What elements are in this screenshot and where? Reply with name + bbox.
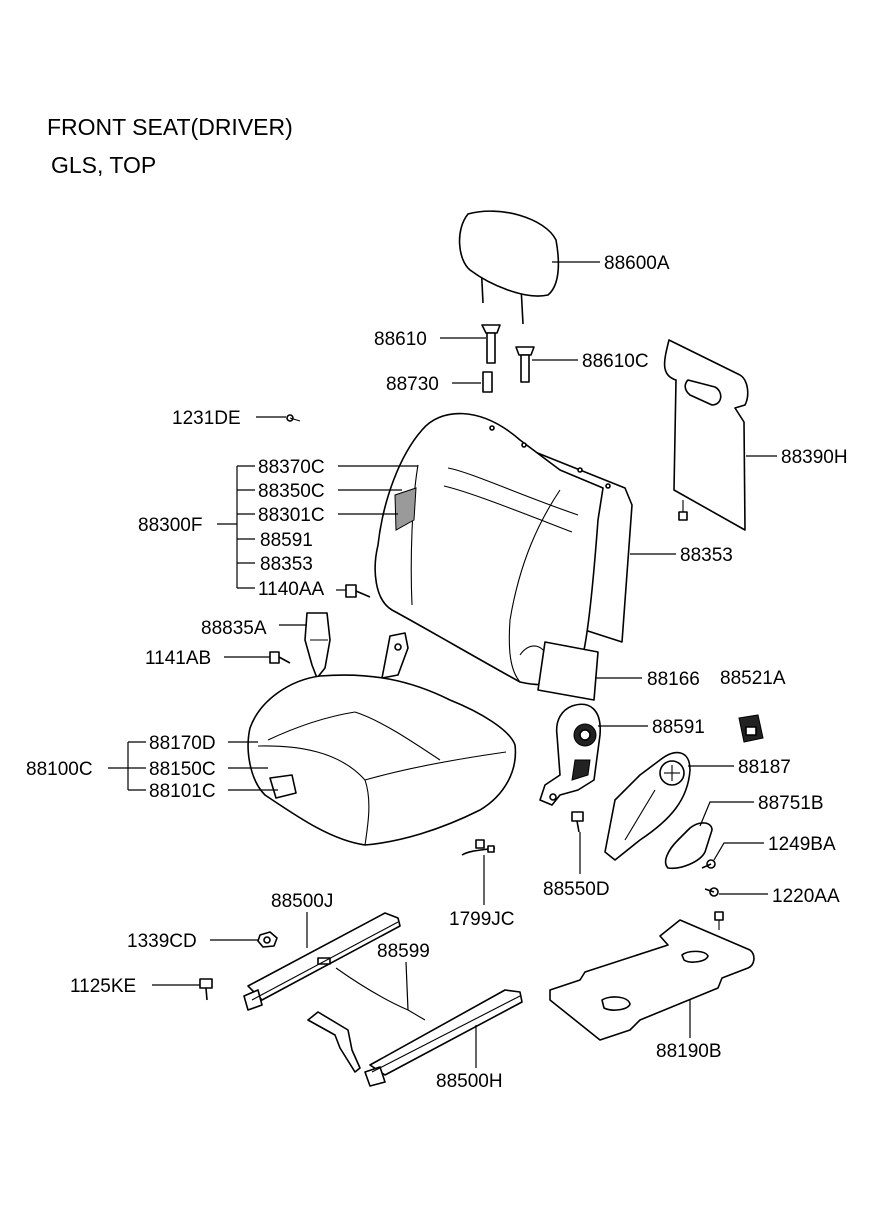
label-1231DE: 1231DE bbox=[172, 408, 241, 429]
leader-1249BA bbox=[713, 842, 764, 861]
bolt-88550D bbox=[571, 811, 584, 833]
screw-1231DE bbox=[286, 414, 301, 422]
headrest-guide-lock bbox=[515, 346, 535, 383]
label-88353-back: 88353 bbox=[680, 545, 733, 566]
recliner-cover bbox=[604, 751, 691, 861]
label-88610C: 88610C bbox=[582, 351, 649, 372]
bolt-1140AA bbox=[345, 584, 371, 598]
label-88521A: 88521A bbox=[720, 668, 786, 689]
label-88350C: 88350C bbox=[258, 481, 325, 502]
label-1141AB: 1141AB bbox=[145, 648, 211, 669]
cushion-pan bbox=[549, 911, 755, 1041]
leaders-88300F-group bbox=[217, 465, 418, 589]
label-88166: 88166 bbox=[647, 669, 700, 690]
label-1249BA: 1249BA bbox=[768, 834, 836, 855]
label-88591-recliner: 88591 bbox=[652, 717, 705, 738]
label-1220AA: 1220AA bbox=[772, 886, 840, 907]
label-88600A: 88600A bbox=[604, 253, 670, 274]
guide-pin bbox=[482, 371, 493, 393]
label-1125KE: 1125KE bbox=[70, 976, 136, 997]
diagram-subtitle: GLS, TOP bbox=[51, 152, 156, 178]
label-88599: 88599 bbox=[377, 941, 430, 962]
nut-1339CD bbox=[257, 931, 278, 948]
label-88500H: 88500H bbox=[436, 1071, 503, 1092]
bolt-1125KE bbox=[199, 978, 213, 1001]
label-88751B: 88751B bbox=[758, 793, 824, 814]
label-88190B: 88190B bbox=[656, 1041, 722, 1062]
label-1140AA: 1140AA bbox=[258, 579, 325, 600]
leader-88751B bbox=[699, 801, 754, 827]
screw-1220AA bbox=[704, 887, 719, 897]
label-88353-group: 88353 bbox=[260, 554, 313, 575]
label-88390H: 88390H bbox=[781, 447, 848, 468]
lumbar-pad bbox=[537, 641, 599, 701]
seat-belt-buckle bbox=[304, 612, 331, 679]
seat-rail-inner bbox=[243, 912, 401, 1011]
wire-tie bbox=[461, 839, 496, 856]
label-88300F: 88300F bbox=[138, 515, 202, 536]
label-88150C: 88150C bbox=[149, 759, 216, 780]
label-88301C: 88301C bbox=[258, 505, 325, 526]
screw-1249BA bbox=[701, 859, 716, 869]
recliner-handle bbox=[664, 822, 713, 870]
seatback bbox=[374, 412, 633, 686]
label-1339CD: 1339CD bbox=[127, 931, 197, 952]
label-88610: 88610 bbox=[374, 329, 427, 350]
leaders-88100C-group bbox=[108, 741, 278, 791]
label-88730: 88730 bbox=[386, 374, 439, 395]
headrest bbox=[458, 210, 560, 325]
back-panel bbox=[663, 339, 749, 531]
label-88100C: 88100C bbox=[26, 759, 93, 780]
label-88370C: 88370C bbox=[258, 457, 325, 478]
release-cable bbox=[335, 967, 426, 1021]
bolt-1141AB bbox=[269, 651, 291, 664]
label-88101C: 88101C bbox=[149, 781, 216, 802]
diagram-title: FRONT SEAT(DRIVER) bbox=[47, 114, 293, 140]
leader-88599 bbox=[405, 961, 409, 1011]
headrest-guide bbox=[481, 324, 501, 364]
label-88500J: 88500J bbox=[271, 891, 333, 912]
label-88835A: 88835A bbox=[201, 618, 267, 639]
seat-side-bracket bbox=[381, 632, 409, 679]
label-88550D: 88550D bbox=[543, 879, 610, 900]
seat-rail-outer bbox=[307, 989, 523, 1087]
seat-switch bbox=[738, 714, 764, 743]
part-labels: 88600A 88610 88610C 88730 1231DE 88390H … bbox=[26, 253, 848, 1092]
label-88187: 88187 bbox=[738, 757, 791, 778]
recliner-mechanism bbox=[539, 703, 601, 806]
label-88591-group: 88591 bbox=[260, 530, 313, 551]
label-1799JC: 1799JC bbox=[449, 909, 515, 930]
label-88170D: 88170D bbox=[149, 733, 216, 754]
seat-cushion bbox=[247, 674, 517, 846]
